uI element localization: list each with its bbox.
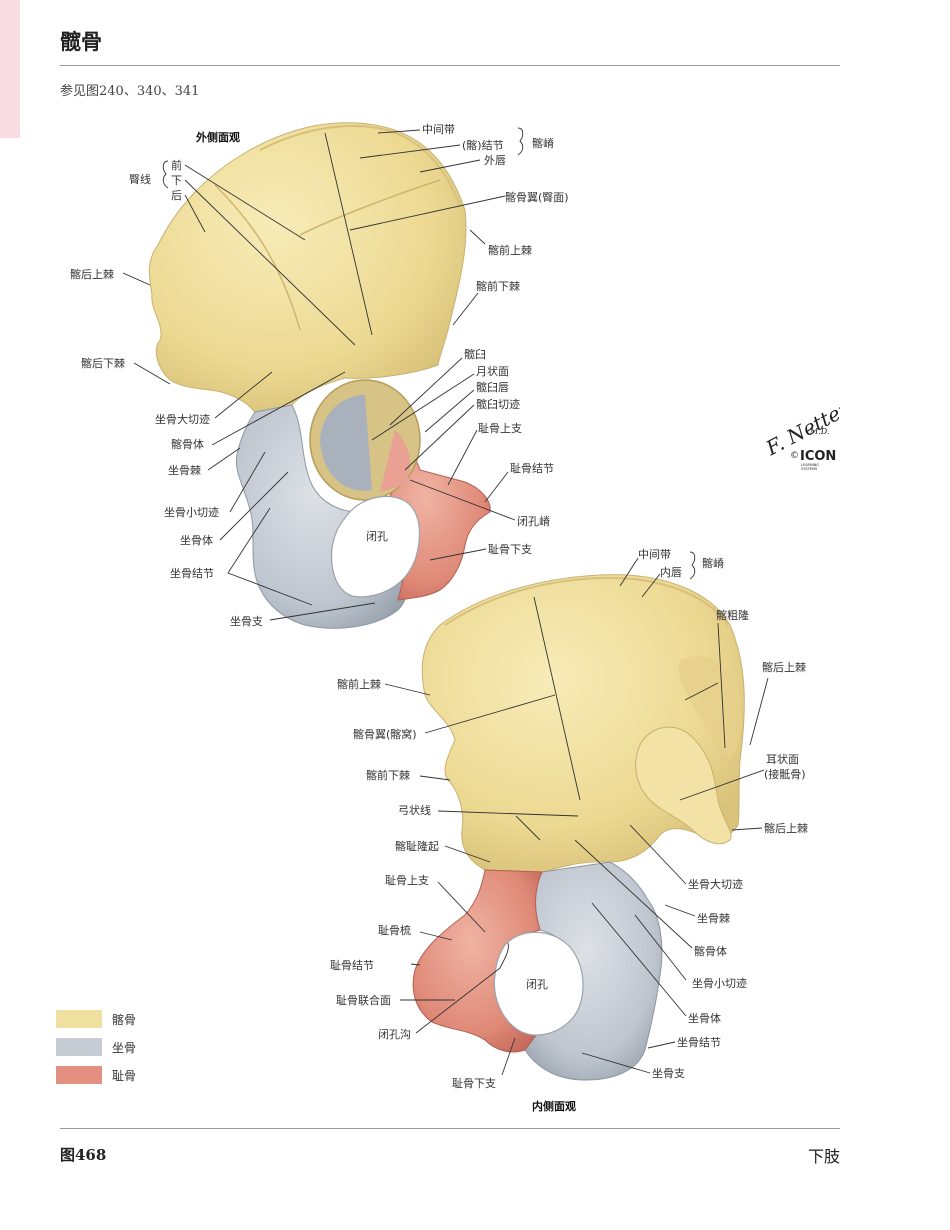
medial-label-arcuate-line: 弓状线	[398, 803, 431, 817]
medial-label-wing-fossa: 髂骨翼(髂窝)	[353, 727, 417, 741]
legend-label-ilium: 髂骨	[112, 1013, 137, 1027]
icon-brand-sub-1: LEARNING	[801, 463, 819, 467]
lateral-label-iliac-crest: 髂嵴	[532, 136, 554, 150]
lateral-label-ischium-body: 坐骨体	[180, 533, 213, 547]
medial-label-piis: 髂后上棘	[764, 821, 808, 835]
lateral-label-ischial-tuberosity: 坐骨结节	[170, 567, 214, 580]
medial-label-greater-sciatic-notch: 坐骨大切迹	[688, 877, 743, 891]
medial-label-obturator-groove: 闭孔沟	[378, 1028, 411, 1041]
medial-label-pubic-tubercle: 耻骨结节	[330, 958, 374, 972]
lateral-label-outer-lip: 外唇	[484, 154, 506, 167]
lateral-view-bone	[148, 122, 491, 629]
lateral-view-caption: 外侧面观	[195, 130, 240, 144]
figure-number: 图468	[60, 1146, 107, 1164]
medial-crest-texture	[444, 576, 729, 626]
section-name: 下肢	[807, 1147, 840, 1166]
medial-obturator-foramen	[493, 931, 584, 1036]
medial-view-caption: 内侧面观	[532, 1099, 576, 1113]
medial-label-ischium-body: 坐骨体	[688, 1011, 721, 1025]
lateral-label-superior-pubic-ramus: 耻骨上支	[478, 421, 522, 435]
lateral-label-intermediate-zone: 中间带	[422, 123, 455, 136]
footer-rule	[60, 1128, 840, 1129]
medial-label-auricular-surface: 耳状面	[766, 752, 799, 766]
lateral-label-lesser-sciatic-notch: 坐骨小切迹	[164, 506, 219, 519]
lateral-label-wing-gluteal: 髂骨翼(臀面)	[505, 190, 569, 204]
netter-signature-suffix: M.D.	[809, 427, 829, 436]
medial-label-pecten-pubis: 耻骨梳	[378, 923, 411, 937]
medial-label-ischial-tuberosity: 坐骨结节	[677, 1036, 721, 1049]
legend-swatch-pubis	[56, 1066, 102, 1084]
lateral-label-greater-sciatic-notch: 坐骨大切迹	[155, 412, 210, 426]
medial-label-iliac-crest: 髂嵴	[702, 556, 724, 570]
header-rule	[60, 65, 840, 66]
icon-brand: ICON	[800, 449, 836, 464]
medial-label-symphyseal-surface: 耻骨联合面	[336, 993, 391, 1007]
medial-label-intermediate-zone: 中间带	[638, 548, 671, 561]
lateral-label-asis: 髂前上棘	[488, 243, 532, 257]
page-side-tab	[0, 0, 20, 138]
lateral-label-inferior-pubic-ramus: 耻骨下支	[488, 542, 532, 556]
medial-label-ilium-body: 髂骨体	[694, 944, 727, 958]
lateral-label-ischial-spine: 坐骨棘	[168, 464, 201, 477]
see-also-reference: 参见图240、340、341	[60, 84, 200, 99]
lateral-obturator-foramen	[330, 495, 421, 598]
lateral-ilium-shape	[148, 122, 467, 413]
lateral-label-acetabular-notch: 髋臼切迹	[476, 397, 520, 411]
medial-label-auricular-sub: (接骶骨)	[764, 768, 806, 781]
medial-label-superior-pubic-ramus: 耻骨上支	[385, 873, 429, 887]
netter-icon-logo: F. Netter M.D. © ICON LEARNING SYSTEMS	[760, 396, 854, 472]
medial-view-bone	[412, 574, 745, 1081]
lateral-label-aiis: 髂前下棘	[476, 279, 520, 293]
lateral-label-obturator-crest: 闭孔嵴	[517, 515, 550, 528]
lateral-label-acetabulum: 髋臼	[464, 347, 486, 361]
lateral-gluteal-lines	[214, 179, 441, 331]
legend-label-ischium: 坐骨	[112, 1041, 137, 1055]
lateral-label-inferior: 下	[171, 174, 182, 187]
medial-label-inner-lip: 内唇	[660, 565, 682, 579]
lateral-label-obturator-foramen: 闭孔	[366, 530, 388, 543]
medial-label-asis: 髂前上棘	[337, 677, 381, 691]
lateral-label-lunate-surface: 月状面	[476, 364, 509, 378]
medial-label-ischial-ramus: 坐骨支	[652, 1067, 685, 1080]
medial-auricular-surface	[635, 726, 732, 845]
lateral-label-gluteal-lines: 臀线	[129, 172, 151, 186]
lateral-label-pubic-tubercle: 耻骨结节	[510, 461, 554, 475]
lateral-label-psis: 髂后上棘	[70, 267, 114, 281]
lateral-label-posterior: 后	[171, 189, 182, 202]
medial-label-obturator-foramen: 闭孔	[526, 978, 548, 991]
lateral-lunate-surface-pubis	[380, 430, 411, 492]
medial-label-aiis: 髂前下棘	[366, 768, 410, 782]
medial-label-psis: 髂后上棘	[762, 660, 806, 674]
lateral-label-ischial-ramus: 坐骨支	[230, 615, 263, 628]
legend-swatch-ischium	[56, 1038, 102, 1056]
page-title: 髋骨	[60, 30, 102, 54]
lateral-label-piis: 髂后下棘	[81, 356, 125, 370]
medial-label-iliac-tuberosity: 髂粗隆	[716, 608, 749, 622]
lateral-lunate-surface-ischium	[320, 395, 372, 491]
medial-label-iliopubic-eminence: 髂耻隆起	[395, 839, 439, 853]
medial-label-ischial-spine: 坐骨棘	[697, 912, 730, 925]
lateral-leader-lines	[122, 127, 524, 621]
icon-brand-sub-2: SYSTEMS	[801, 467, 818, 471]
lateral-label-anterior: 前	[171, 158, 182, 172]
legend-label-pubis: 耻骨	[112, 1069, 137, 1083]
lateral-label-tubercle: (髂)结节	[462, 138, 504, 152]
medial-leader-lines	[384, 551, 769, 1076]
medial-label-inferior-pubic-ramus: 耻骨下支	[452, 1076, 496, 1090]
copyright-symbol: ©	[790, 451, 799, 461]
legend-swatch-ilium	[56, 1010, 102, 1028]
lateral-label-ilium-body: 髂骨体	[171, 437, 204, 451]
medial-label-lesser-sciatic-notch: 坐骨小切迹	[692, 977, 747, 990]
medial-iliac-tuberosity	[678, 656, 742, 760]
lateral-crest-texture	[259, 125, 461, 206]
lateral-label-acetabular-labrum: 髋臼唇	[476, 380, 509, 394]
